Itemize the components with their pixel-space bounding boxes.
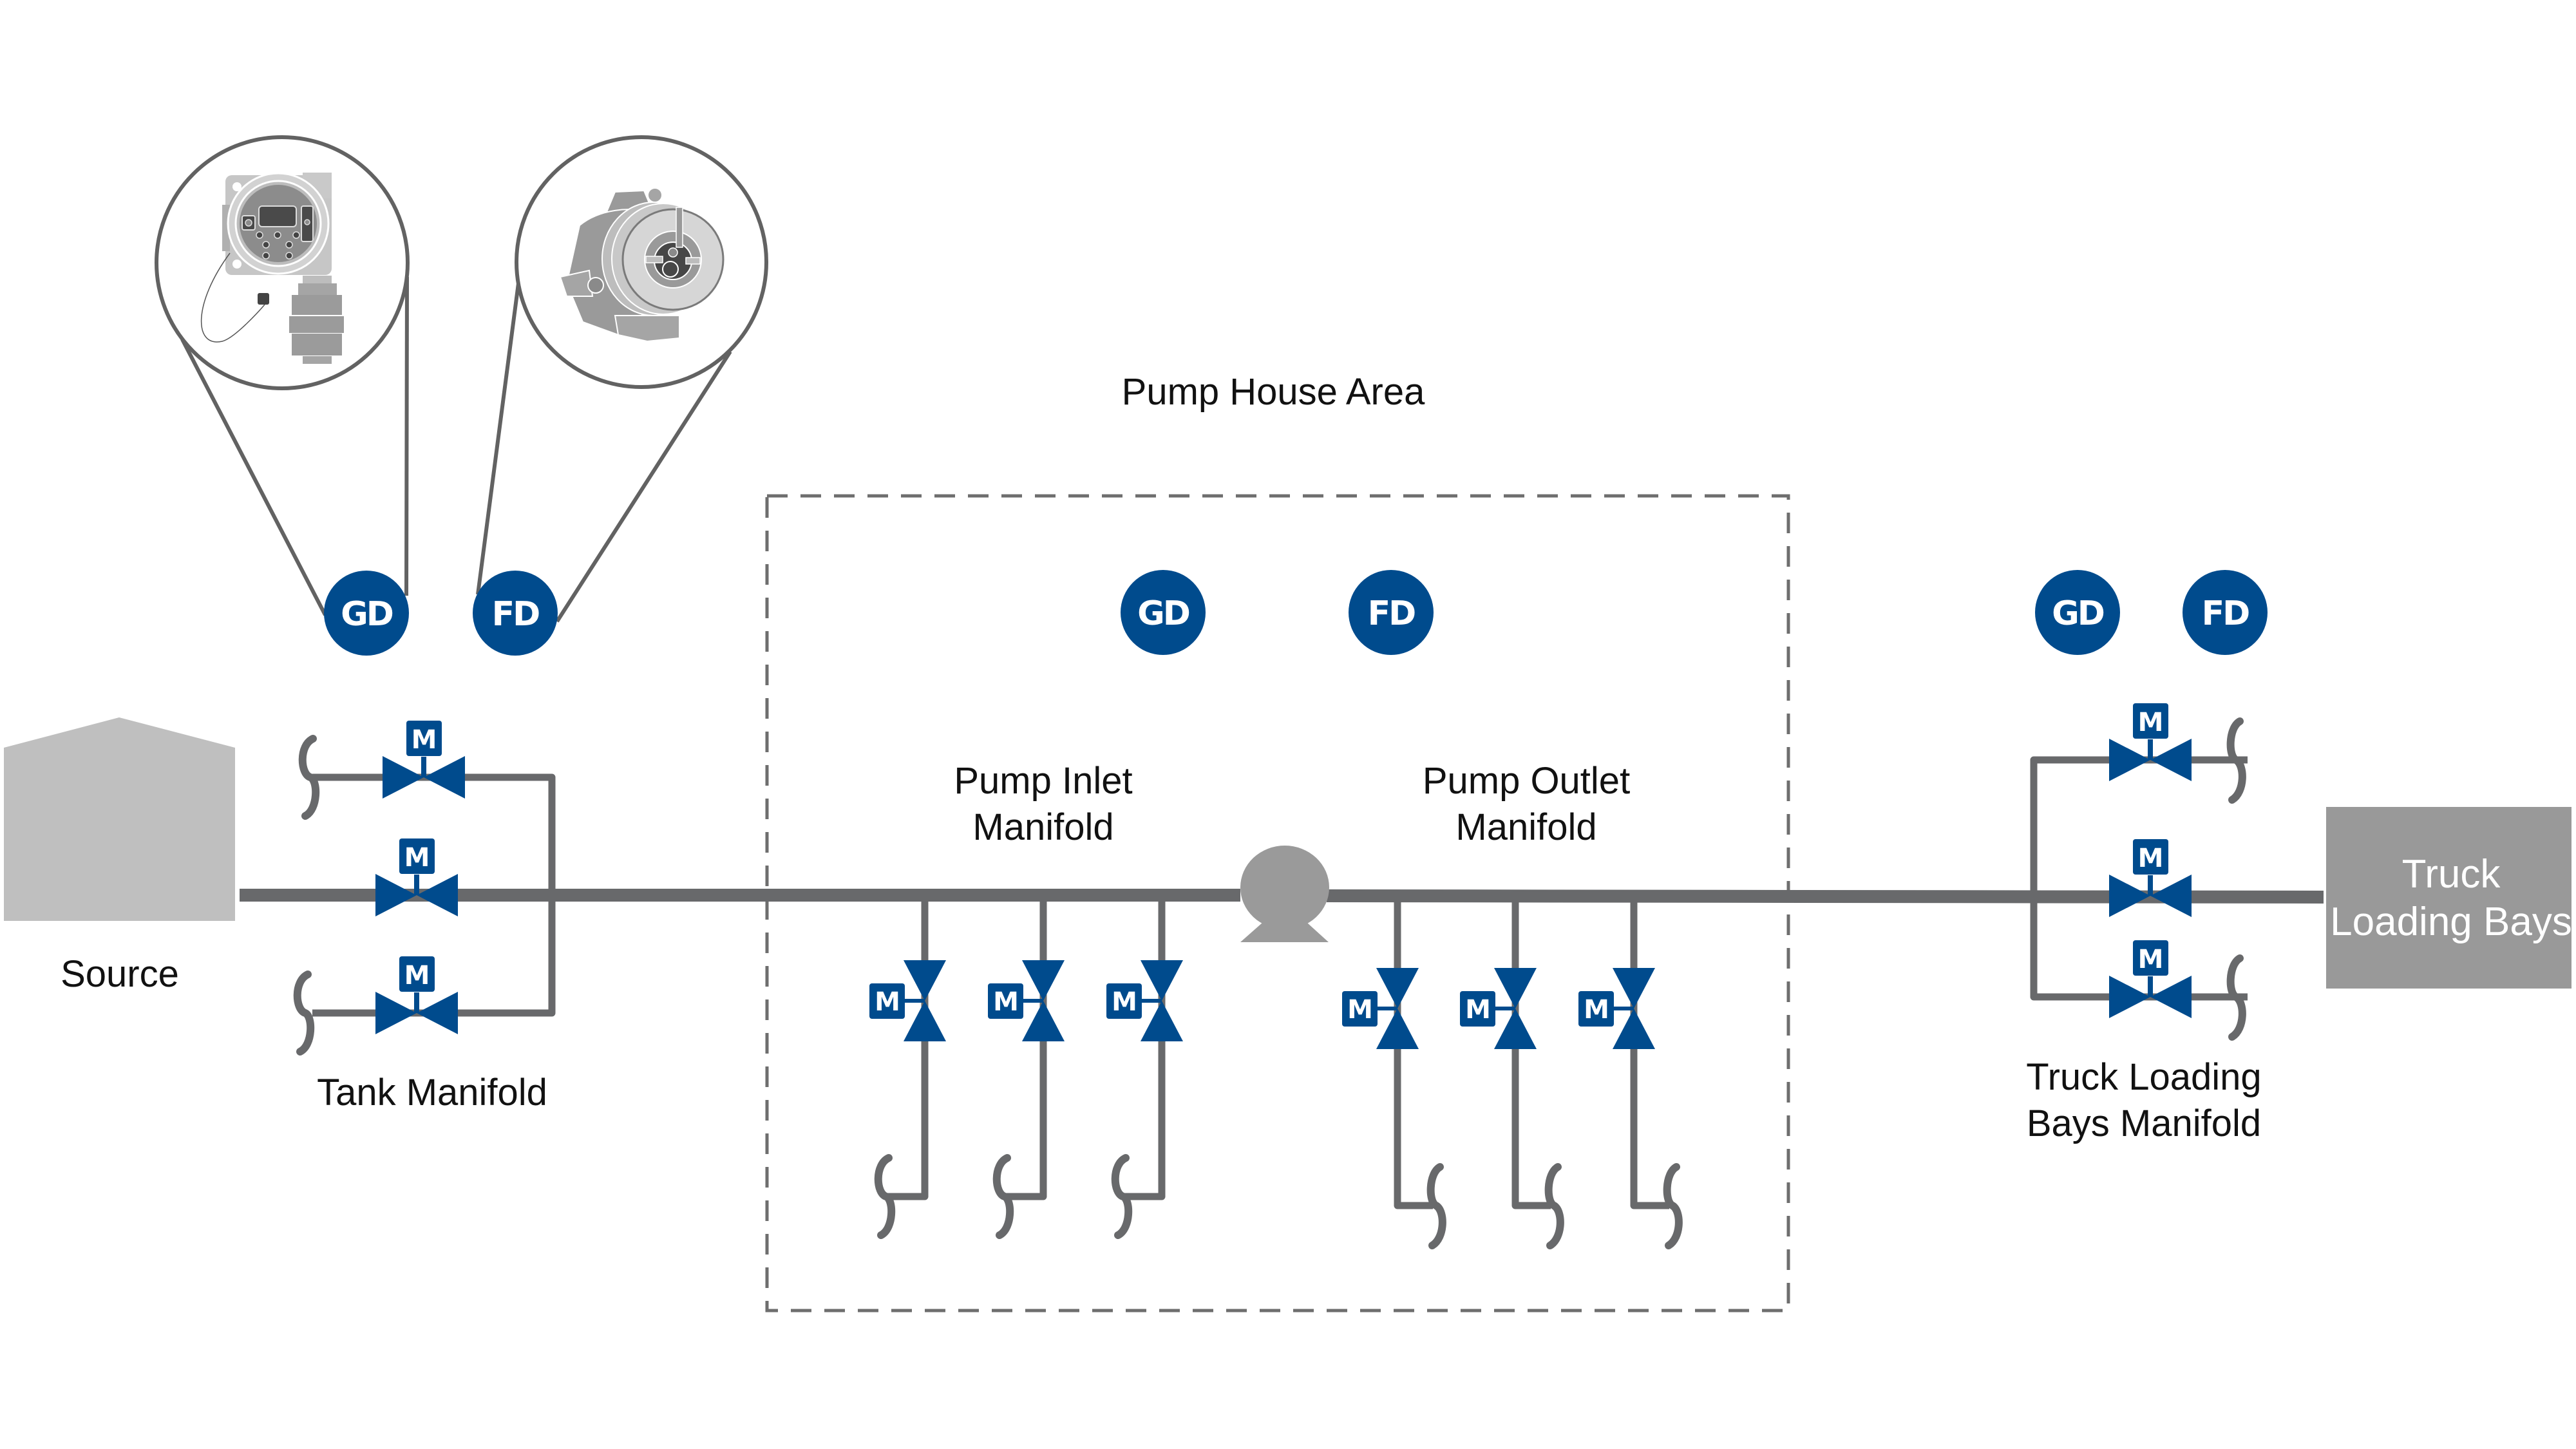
pump-inlet-valve[interactable]: M xyxy=(1106,960,1183,1041)
truck-manifold-label-line1: Truck Loading xyxy=(2026,1056,2261,1098)
detector-badge-label: GD xyxy=(341,595,393,634)
inlet-branch-pipe xyxy=(1005,898,1047,1200)
truck-loading-bays-label-line2: Loading Bays xyxy=(2330,900,2572,944)
valve-actuator-icon xyxy=(399,956,435,992)
detector-badge-label: GD xyxy=(1137,594,1189,633)
pump-house-boundary xyxy=(765,494,1790,1312)
truck-manifold-valve[interactable]: M xyxy=(2109,703,2192,781)
gas-detector-icon xyxy=(200,172,345,364)
outlet-branch-pipe xyxy=(1630,898,1669,1209)
actuator-label: M xyxy=(404,843,430,873)
truck-manifold-label-line2: Bays Manifold xyxy=(2027,1103,2261,1144)
pipe-break-icon xyxy=(1426,1163,1446,1249)
source-label: Source xyxy=(61,953,179,995)
truck-manifold-valve[interactable]: M xyxy=(2109,839,2192,917)
actuator-label: M xyxy=(2138,945,2164,974)
pump-inlet-valve[interactable]: M xyxy=(988,960,1065,1041)
truck-loading-bays-block xyxy=(2326,807,2571,989)
pipe-break-icon xyxy=(992,1154,1014,1239)
magnifier-leader-left xyxy=(476,283,520,595)
pump-house-area-label: Pump House Area xyxy=(1122,371,1425,413)
detector-badge-label: GD xyxy=(2052,594,2104,633)
flame-detector-badge[interactable]: FD xyxy=(473,571,558,656)
actuator-label: M xyxy=(2138,708,2164,737)
pipe-break-icon xyxy=(1663,1163,1683,1249)
flame-detector-badge[interactable]: FD xyxy=(1349,570,1434,655)
actuator-label: M xyxy=(875,987,900,1017)
pipe-break-icon xyxy=(2226,954,2246,1041)
pump-icon xyxy=(1240,846,1329,942)
magnifier-leader-left xyxy=(180,338,327,616)
actuator-label: M xyxy=(993,987,1019,1017)
actuator-label: M xyxy=(2138,844,2164,873)
pipe-break-icon xyxy=(298,735,320,820)
valve-actuator-icon xyxy=(1342,991,1378,1027)
valve-actuator-icon xyxy=(1106,983,1142,1019)
magnifier-leader-right xyxy=(404,276,409,596)
truck-loading-bays-label-line1: Truck xyxy=(2402,852,2501,896)
pump-outlet-label-line1: Pump Outlet xyxy=(1423,760,1630,802)
pipe-break-icon xyxy=(1111,1154,1133,1239)
actuator-label: M xyxy=(1347,995,1373,1025)
inlet-branch-pipe xyxy=(886,898,929,1200)
source-tank-icon xyxy=(4,717,235,921)
inlet-branch-pipe xyxy=(1123,898,1166,1200)
actuator-label: M xyxy=(404,961,430,990)
actuator-label: M xyxy=(412,725,437,755)
valve-actuator-icon xyxy=(1460,991,1495,1027)
pump-outlet-valve[interactable]: M xyxy=(1342,968,1419,1049)
truck-manifold-valve[interactable]: M xyxy=(2109,940,2192,1018)
valve-actuator-icon xyxy=(988,983,1023,1019)
valve-actuator-icon xyxy=(406,721,442,756)
pump-inlet-valve[interactable]: M xyxy=(869,960,946,1041)
pipe-break-icon xyxy=(293,971,315,1056)
pump-inlet-label-line2: Manifold xyxy=(972,806,1113,848)
actuator-label: M xyxy=(1112,987,1137,1017)
pump-outlet-valve[interactable]: M xyxy=(1578,968,1655,1049)
detector-badge-label: FD xyxy=(1368,594,1416,633)
valve-actuator-icon xyxy=(2133,940,2168,976)
pipe-break-icon xyxy=(1544,1163,1564,1249)
valve-actuator-icon xyxy=(869,983,905,1019)
outlet-branch-pipe xyxy=(1394,898,1433,1209)
gas-detector-badge[interactable]: GD xyxy=(1121,570,1206,655)
tank-manifold-label: Tank Manifold xyxy=(317,1072,547,1113)
pump-inlet-label-line1: Pump Inlet xyxy=(954,760,1132,802)
flame-detector-magnifier xyxy=(476,135,768,623)
tank-manifold-valve[interactable]: M xyxy=(375,956,458,1034)
actuator-label: M xyxy=(1465,995,1491,1025)
gas-detector-badge[interactable]: GD xyxy=(324,571,409,656)
magnifier-leader-right xyxy=(555,350,732,623)
actuator-label: M xyxy=(1584,995,1609,1025)
pipe-break-icon xyxy=(874,1154,896,1239)
pump-outlet-valve[interactable]: M xyxy=(1460,968,1537,1049)
tank-manifold-valve[interactable]: M xyxy=(375,838,458,916)
tank-manifold-valve[interactable]: M xyxy=(383,721,465,799)
outlet-branch-pipe xyxy=(1511,898,1551,1209)
detector-badge-label: FD xyxy=(492,595,540,634)
detector-badge-label: FD xyxy=(2202,594,2249,633)
gas-detector-magnifier xyxy=(155,135,410,616)
flame-detector-badge[interactable]: FD xyxy=(2183,570,2268,655)
valve-actuator-icon xyxy=(399,838,435,874)
valve-actuator-icon xyxy=(2133,839,2168,875)
flame-detector-icon xyxy=(559,187,724,343)
pipe-break-icon xyxy=(2226,717,2246,804)
gas-detector-badge[interactable]: GD xyxy=(2035,570,2120,655)
pump-outlet-label-line2: Manifold xyxy=(1455,806,1596,848)
valve-actuator-icon xyxy=(2133,703,2168,739)
valve-actuator-icon xyxy=(1578,991,1614,1027)
